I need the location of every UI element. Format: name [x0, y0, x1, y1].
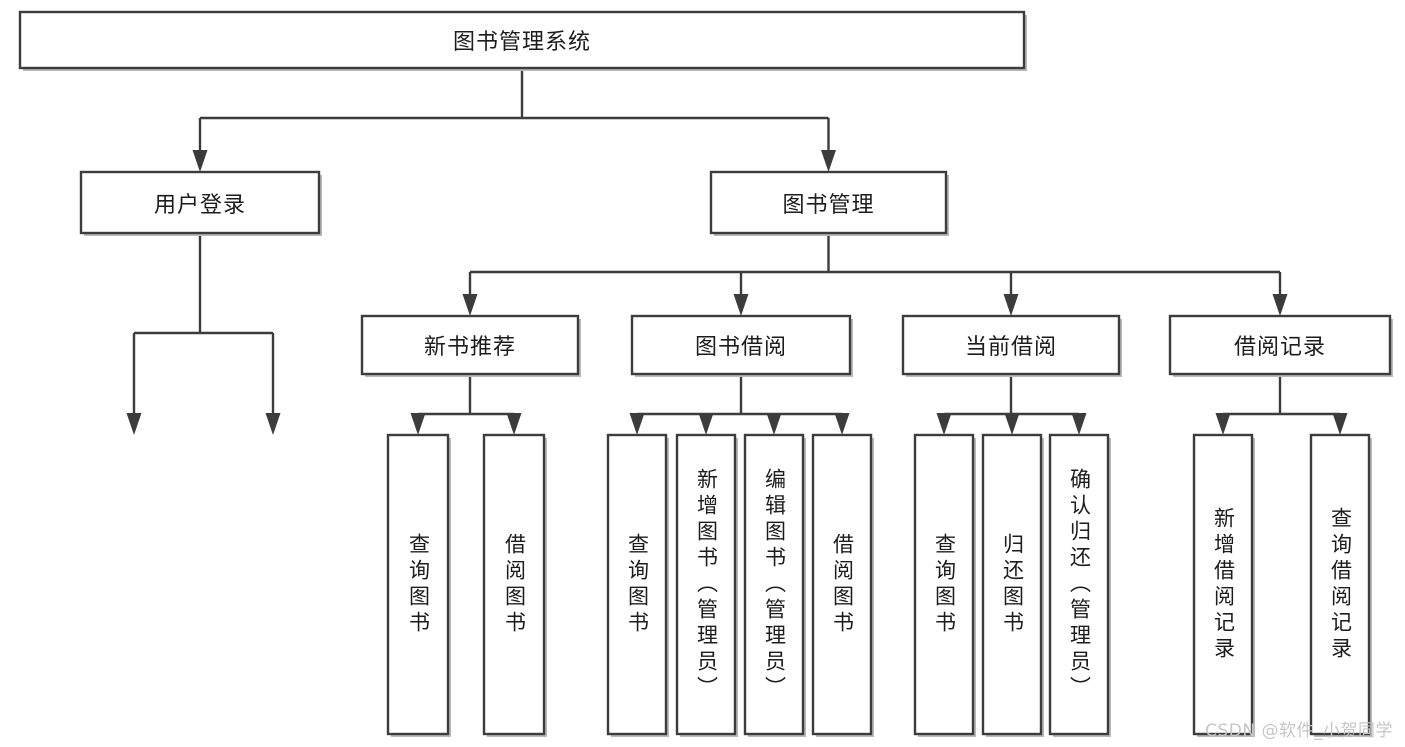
- arrow-book-manage-to-book-borrow-head: [733, 294, 749, 316]
- arrow-book-manage-to-borrow-record-head: [1272, 294, 1288, 316]
- box-layer: [18, 10, 1393, 737]
- node-box-bb-borrow-book[interactable]: [811, 433, 873, 736]
- node-box-nbr-query-book[interactable]: [386, 433, 450, 736]
- node-box-bb-edit-book[interactable]: [743, 433, 805, 736]
- arrow-root-to-user-login-head: [192, 150, 208, 172]
- node-box-current-borrow[interactable]: [901, 314, 1121, 376]
- arrow-book-borrow-to-bb-borrow-book-head: [834, 413, 850, 435]
- node-box-book-borrow[interactable]: [630, 314, 852, 376]
- node-box-cb-return-book[interactable]: [981, 433, 1043, 736]
- arrow-new-book-recommend-to-nbr-borrow-book-head: [506, 413, 522, 435]
- node-box-br-add-record[interactable]: [1192, 433, 1254, 736]
- arrow-book-manage-to-current-borrow-head: [1003, 294, 1019, 316]
- arrow-current-borrow-to-cb-confirm-return-head: [1071, 413, 1087, 435]
- arrow-book-manage-to-new-book-recommend-head: [462, 294, 478, 316]
- arrow-book-borrow-to-bb-query-book-head: [629, 413, 645, 435]
- node-box-new-book-recommend[interactable]: [360, 314, 580, 376]
- arrow-new-book-recommend-to-nbr-query-book-head: [410, 413, 426, 435]
- connector-layer: [126, 68, 1348, 435]
- arrow-borrow-record-to-br-add-record-head: [1215, 413, 1231, 435]
- node-box-book-manage[interactable]: [709, 170, 948, 235]
- arrow-book-borrow-to-bb-add-book-head: [698, 413, 714, 435]
- node-box-bb-add-book[interactable]: [675, 433, 737, 736]
- arrow-current-borrow-to-cb-query-book-head: [936, 413, 952, 435]
- arrow-root-to-book-manage-head: [821, 150, 836, 172]
- arrow-current-borrow-to-cb-return-book-head: [1004, 413, 1020, 435]
- node-box-root[interactable]: [18, 10, 1026, 70]
- node-box-br-query-record[interactable]: [1309, 433, 1371, 736]
- arrow-borrow-record-to-br-query-record-head: [1332, 413, 1348, 435]
- node-box-cb-query-book[interactable]: [913, 433, 975, 736]
- arrow-book-borrow-to-bb-edit-book-head: [766, 413, 782, 435]
- node-box-user-login[interactable]: [79, 170, 321, 235]
- node-box-bb-query-book[interactable]: [606, 433, 668, 736]
- node-box-borrow-record[interactable]: [1168, 314, 1392, 376]
- node-box-cb-confirm-return[interactable]: [1048, 433, 1110, 736]
- watermark-text: CSDN @软件_小贺同学: [1205, 721, 1393, 741]
- arrow-user-login-to-user-login-do-head: [126, 413, 142, 435]
- node-box-nbr-borrow-book[interactable]: [482, 433, 546, 736]
- arrow-user-login-to-user-logout-head: [265, 413, 281, 435]
